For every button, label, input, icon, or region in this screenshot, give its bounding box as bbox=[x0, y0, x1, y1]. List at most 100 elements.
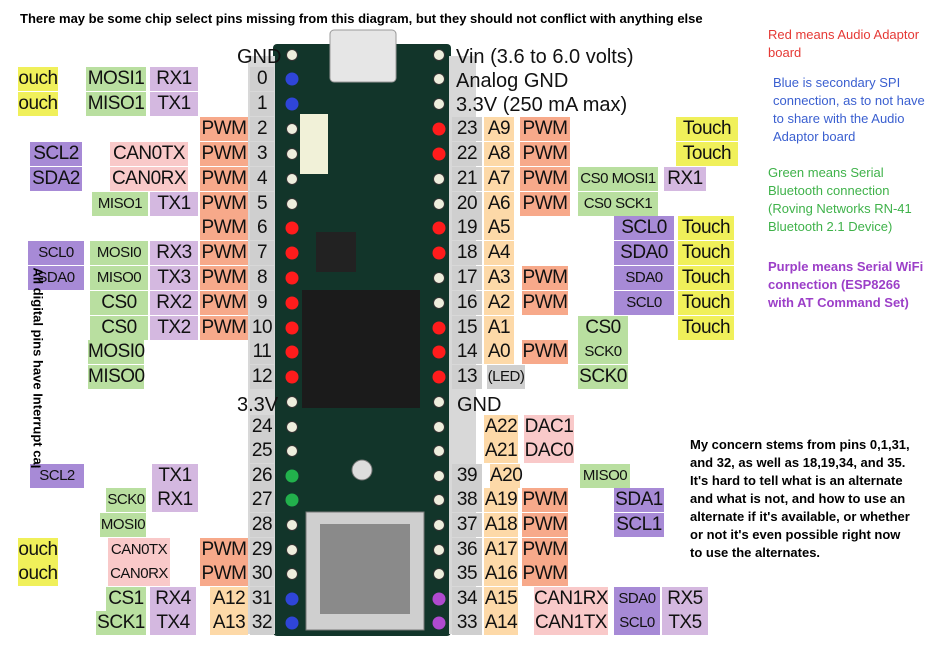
right-pin-number-39: 39 bbox=[452, 464, 482, 488]
analog-A8: A8 bbox=[484, 142, 514, 166]
analog-A17: A17 bbox=[484, 538, 518, 562]
right-pin-number-15: 15 bbox=[452, 316, 482, 340]
touch-right-19: Touch bbox=[678, 216, 734, 240]
pin-13-red-dot bbox=[432, 370, 446, 384]
scl0-right-33: SCL0 bbox=[614, 611, 660, 635]
pwm-right-35: PWM bbox=[522, 562, 568, 586]
scl0-left-7: SCL0 bbox=[28, 241, 84, 265]
sda0-left-8: SDA0 bbox=[28, 266, 84, 290]
a13-label: A13 bbox=[210, 611, 248, 635]
analog-A14: A14 bbox=[484, 611, 518, 635]
tx1-left-5: TX1 bbox=[150, 192, 198, 216]
left-pin-hole bbox=[286, 568, 298, 580]
pin-22-red-dot bbox=[432, 147, 446, 161]
right-pin-number-20: 20 bbox=[452, 192, 482, 216]
touch-right-18: Touch bbox=[678, 241, 734, 265]
pin-10-red-dot bbox=[285, 321, 299, 335]
right-pin-number-19: 19 bbox=[452, 216, 482, 240]
left-pin-hole bbox=[286, 198, 298, 210]
aux-chip bbox=[316, 232, 356, 272]
gnd-right-label: GND bbox=[457, 394, 502, 416]
left-pin-number-25: 25 bbox=[250, 439, 274, 463]
left-pin-number-24: 24 bbox=[250, 415, 274, 439]
gnd-top-label: GND bbox=[237, 46, 282, 68]
right-pin-hole bbox=[433, 396, 445, 408]
cs0-mosi1-label: CS0 MOSI1 bbox=[578, 167, 658, 191]
left-pin-hole bbox=[286, 445, 298, 457]
legend-item-2: Green means Serial Bluetooth connection … bbox=[768, 165, 912, 234]
sda2-left-4: SDA2 bbox=[30, 167, 82, 191]
left-pin-hole bbox=[286, 173, 298, 185]
left-pin-number-0: 0 bbox=[250, 67, 274, 91]
pwm-right-16: PWM bbox=[522, 291, 568, 315]
mcu-chip bbox=[302, 290, 420, 408]
left-pin-number-9: 9 bbox=[250, 291, 274, 315]
cs1-label: CS1 bbox=[106, 587, 146, 611]
analog-A3: A3 bbox=[484, 266, 514, 290]
analog-A22: A22 bbox=[484, 415, 518, 439]
right-pin-hole bbox=[433, 568, 445, 580]
analog-A21: A21 bbox=[484, 439, 518, 463]
dac1-label: DAC1 bbox=[524, 415, 574, 439]
pin-6-red-dot bbox=[285, 221, 299, 235]
can1rx-label: CAN1RX bbox=[534, 587, 609, 611]
scl1-label: SCL1 bbox=[614, 513, 664, 537]
sck0-right-13: SCK0 bbox=[578, 365, 628, 389]
left-pin-number-31: 31 bbox=[250, 587, 274, 611]
right-pin-number-13: 13 bbox=[452, 365, 482, 389]
left-pin-number-4: 4 bbox=[250, 167, 274, 191]
left-pin-hole bbox=[286, 544, 298, 556]
left-pin-number-5: 5 bbox=[250, 192, 274, 216]
left-pin-number-30: 30 bbox=[250, 562, 274, 586]
left-pin-number-12: 12 bbox=[250, 365, 274, 389]
right-pin-hole bbox=[433, 297, 445, 309]
pin-1-blue-dot bbox=[285, 97, 299, 111]
touch-right-15: Touch bbox=[678, 316, 734, 340]
a12-label: A12 bbox=[210, 587, 248, 611]
analog-A16: A16 bbox=[484, 562, 518, 586]
left-pin-hole bbox=[286, 148, 298, 160]
touch-left-1: ouch bbox=[18, 92, 58, 116]
tx2-label: TX2 bbox=[150, 316, 198, 340]
scl0-right-16: SCL0 bbox=[614, 291, 674, 315]
right-pin-number-17: 17 bbox=[452, 266, 482, 290]
left-pin-number-3: 3 bbox=[250, 142, 274, 166]
analog-A4: A4 bbox=[484, 241, 514, 265]
cs0-left-10: CS0 bbox=[90, 316, 148, 340]
miso0-left-12: MISO0 bbox=[88, 365, 145, 389]
pwm-right-21: PWM bbox=[520, 167, 570, 191]
scl2-left-3: SCL2 bbox=[30, 142, 82, 166]
pwm-left-5: PWM bbox=[200, 192, 248, 216]
touch-right-23: Touch bbox=[676, 117, 738, 141]
rx1-left-27: RX1 bbox=[152, 488, 198, 512]
left-pin-number-10: 10 bbox=[250, 316, 274, 340]
pwm-right-23: PWM bbox=[520, 117, 570, 141]
legend-item-3: Purple means Serial WiFi connection (ESP… bbox=[768, 259, 924, 310]
right-pin-hole bbox=[433, 198, 445, 210]
right-pin-number-16: 16 bbox=[452, 291, 482, 315]
right-pin-number-37: 37 bbox=[452, 513, 482, 537]
right-pin-number-38: 38 bbox=[452, 488, 482, 512]
pwm-right-38: PWM bbox=[522, 488, 568, 512]
cs0-right-15: CS0 bbox=[578, 316, 628, 340]
left-pin-number-29: 29 bbox=[250, 538, 274, 562]
left-pin-number-6: 6 bbox=[250, 216, 274, 240]
left-pin-hole bbox=[286, 519, 298, 531]
miso0-right-39: MISO0 bbox=[580, 464, 630, 488]
scl0-right-19: SCL0 bbox=[614, 216, 674, 240]
right-pin-hole bbox=[433, 470, 445, 482]
rx1-left-0: RX1 bbox=[150, 67, 198, 91]
v33-label: 3.3V (250 mA max) bbox=[456, 94, 628, 116]
scl2-left-26: SCL2 bbox=[30, 464, 84, 488]
pin-34-purple-dot bbox=[432, 592, 446, 606]
pwm-right-14: PWM bbox=[522, 340, 568, 364]
rx4-label: RX4 bbox=[150, 587, 196, 611]
right-pin-number-22: 22 bbox=[452, 142, 482, 166]
miso0-left-8: MISO0 bbox=[90, 266, 148, 290]
pwm-right-22: PWM bbox=[520, 142, 570, 166]
right-pin-number-34: 34 bbox=[452, 587, 482, 611]
pin-31-blue-dot bbox=[285, 592, 299, 606]
analog-A1: A1 bbox=[484, 316, 514, 340]
